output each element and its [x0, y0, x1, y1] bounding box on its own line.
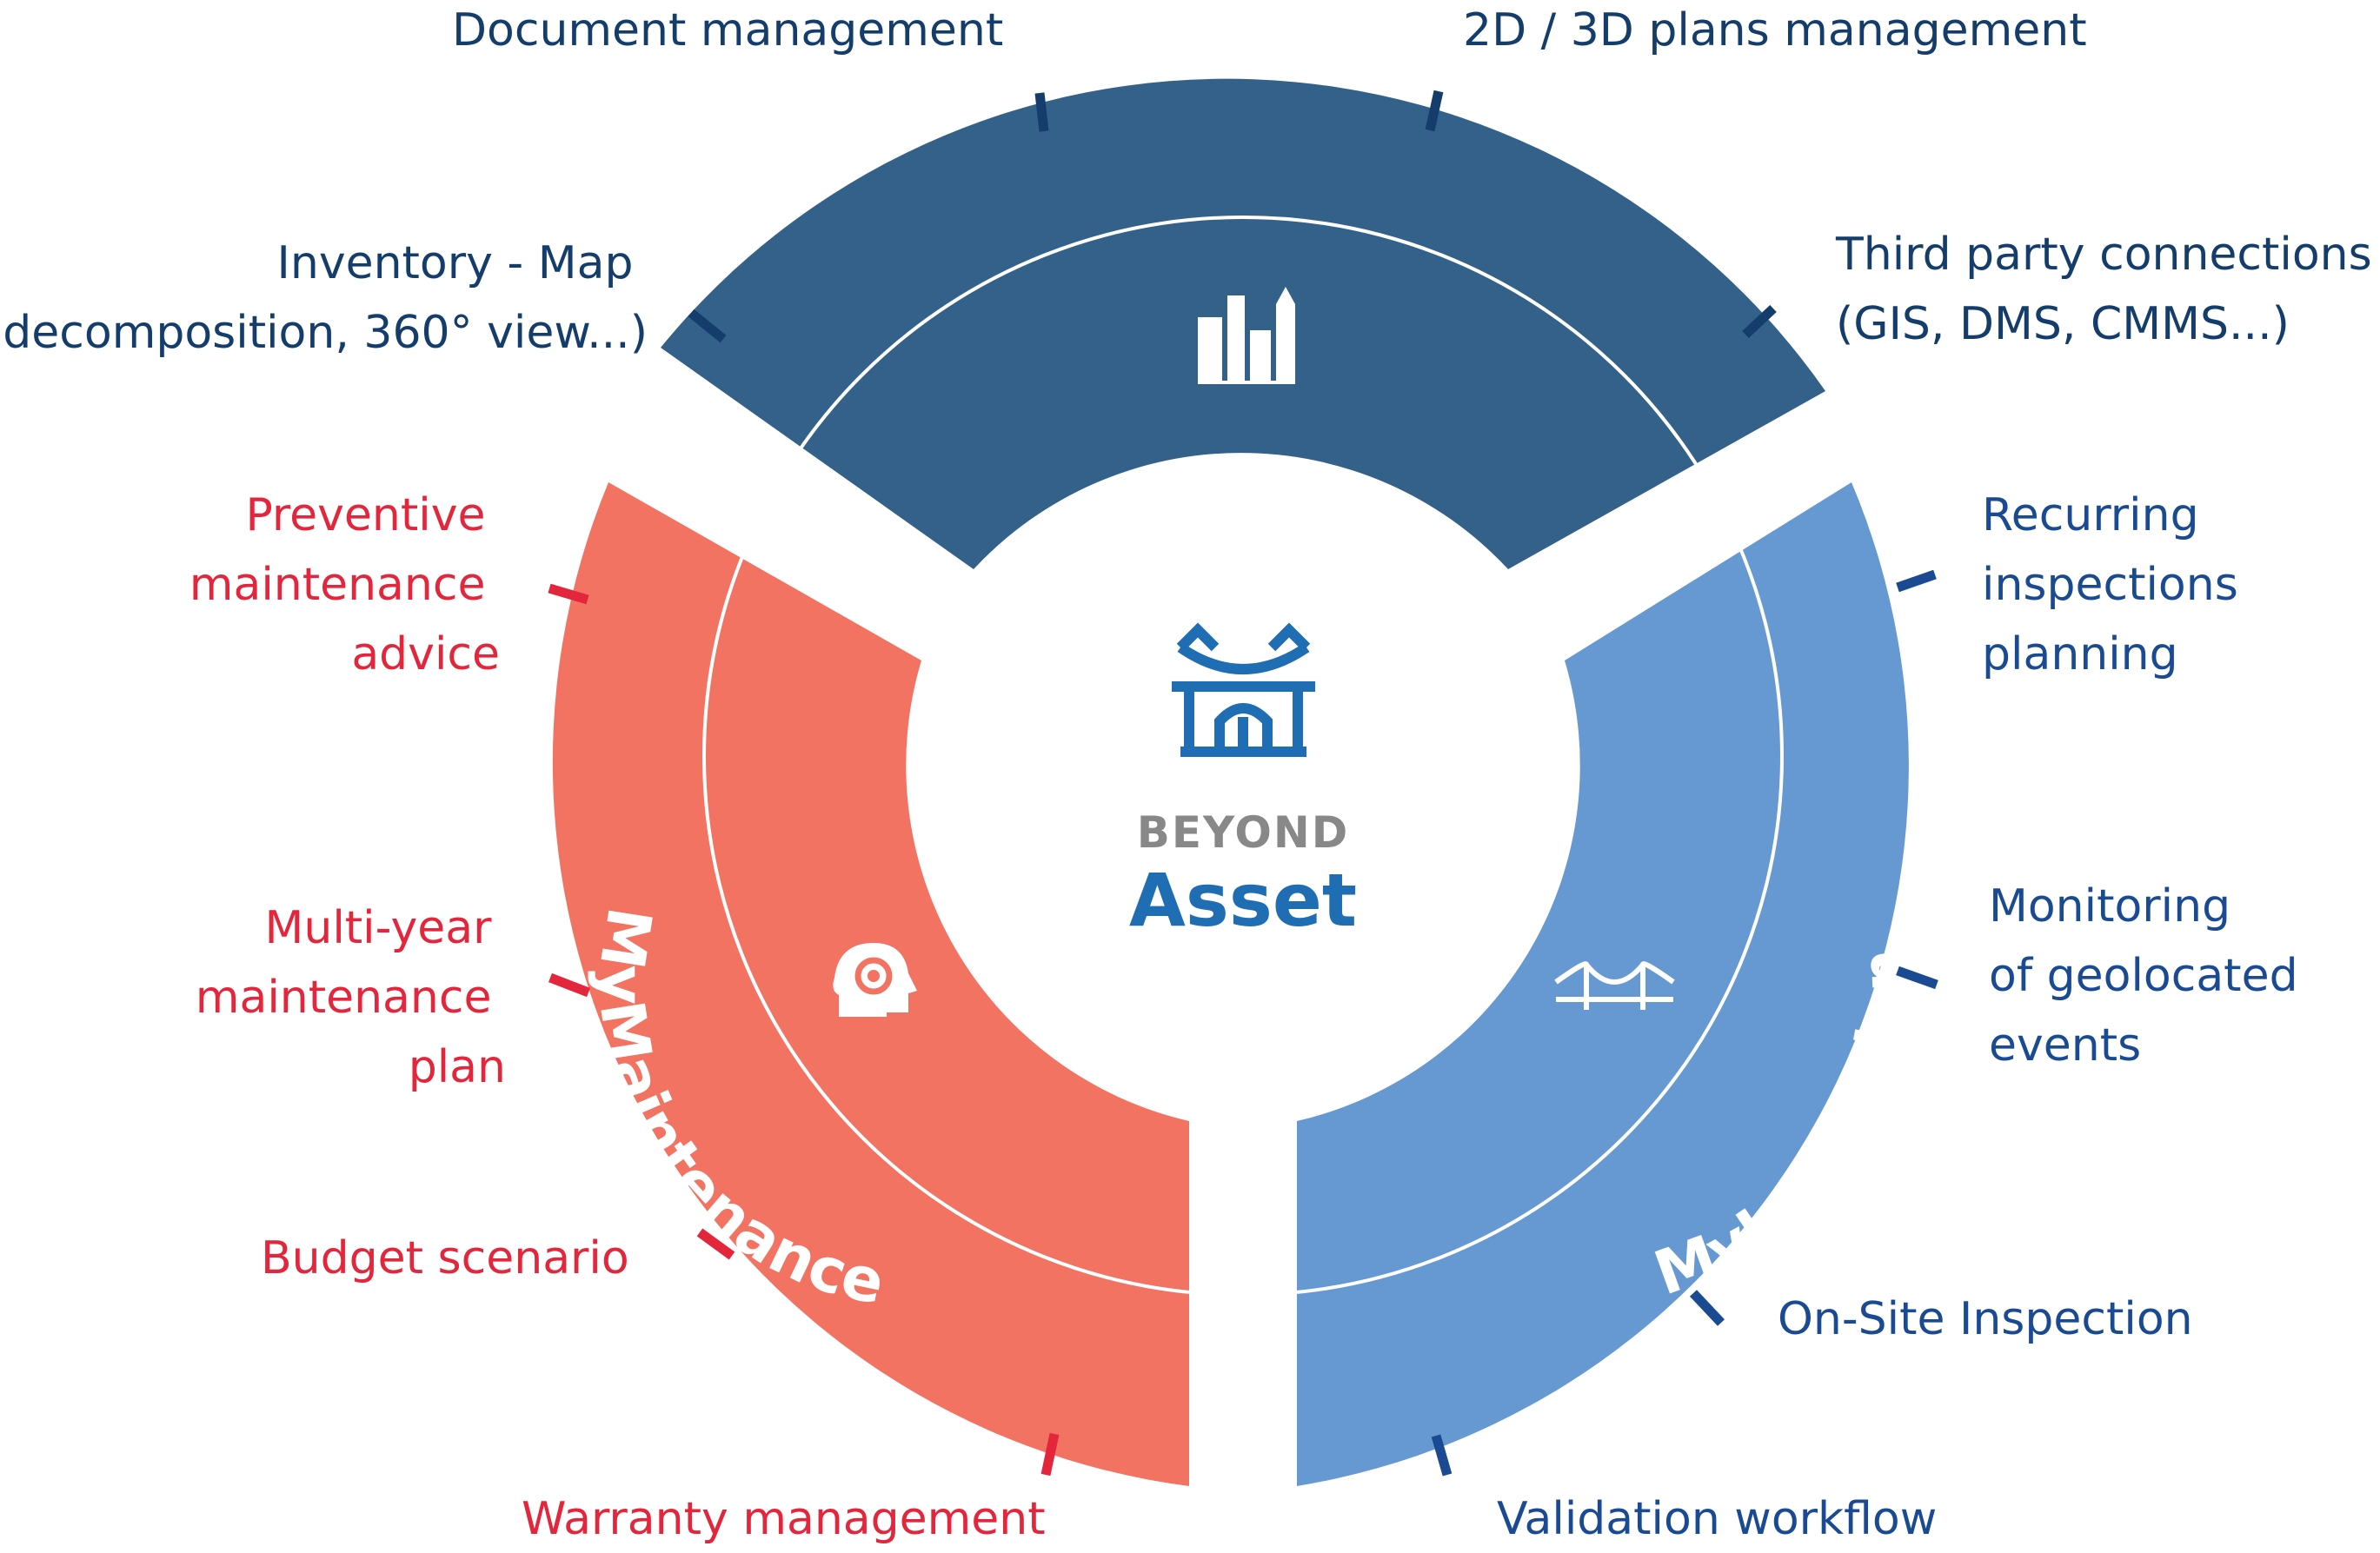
bridge-icon [1172, 622, 1315, 757]
tick-plans [1425, 90, 1444, 132]
tick-third-party [1742, 304, 1777, 339]
tick-document [1034, 92, 1049, 132]
asset-ticks [688, 90, 1777, 343]
label-plans-management: 2D / 3D plans management [1463, 4, 2087, 56]
head-gear-icon [833, 943, 917, 1017]
tick-inventory [688, 309, 727, 343]
label-recurring-inspections: Recurring inspections planning [1982, 489, 2252, 680]
tick-monitoring [1896, 966, 1938, 990]
tick-recurring [1896, 569, 1937, 593]
tick-validation [1431, 1434, 1453, 1477]
label-monitoring-events: Monitoring of geolocated events [1989, 880, 2312, 1072]
bridge-small-icon [1554, 961, 1675, 1010]
brand-bottom: Asset [1129, 858, 1357, 943]
tick-onsite [1689, 1290, 1725, 1326]
label-validation-workflow: Validation workflow [1497, 1493, 1937, 1545]
city-buildings-icon [1198, 287, 1295, 384]
myinspection-segment[interactable] [1297, 482, 1909, 1486]
label-warranty-management: Warranty management [522, 1493, 1046, 1545]
label-document-management: Document management [452, 4, 1003, 56]
tick-warranty [1040, 1432, 1060, 1477]
label-budget-scenario: Budget scenario [261, 1232, 629, 1284]
brand-top: BEYOND [1137, 807, 1350, 858]
label-preventive-maintenance: Preventive maintenance advice [189, 489, 500, 680]
label-multiyear-plan: Multi-year maintenance plan [196, 902, 506, 1093]
inner-ring-line [702, 216, 1784, 1297]
tick-preventive [548, 583, 589, 605]
label-onsite-inspection: On-Site Inspection [1778, 1293, 2193, 1345]
maintenance-ticks [548, 583, 1060, 1477]
tick-budget [696, 1228, 735, 1260]
label-inventory-map: Inventory - Map (decomposition, 360° vie… [0, 237, 648, 359]
label-third-party-connections: Third party connections (GIS, DMS, CMMS.… [1835, 229, 2380, 350]
inspection-ticks [1431, 569, 1938, 1477]
tick-multiyear [548, 972, 590, 998]
